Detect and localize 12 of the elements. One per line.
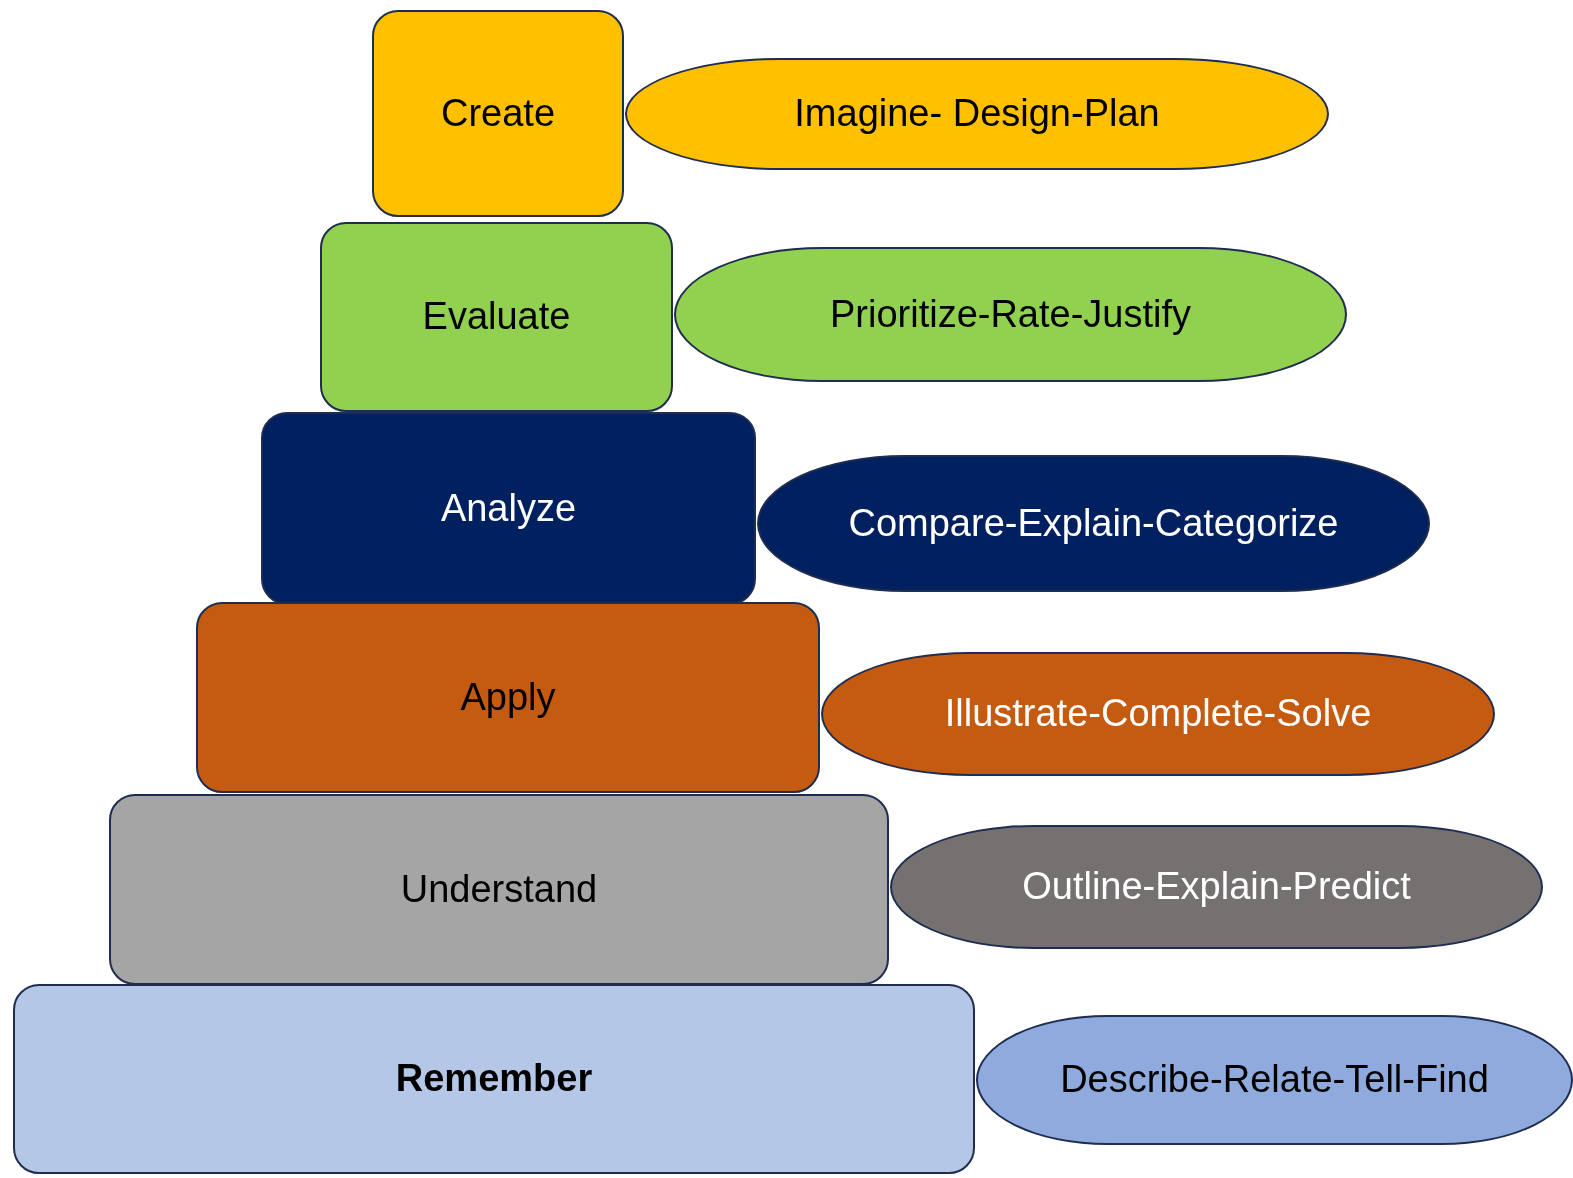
action-verbs-pill: Prioritize-Rate-Justify [674,247,1347,382]
taxonomy-level-box: Analyze [261,412,756,605]
action-verbs-pill: Outline-Explain-Predict [890,825,1543,949]
taxonomy-level-box: Remember [13,984,975,1174]
taxonomy-level-box: Evaluate [320,222,673,412]
action-verbs-pill: Illustrate-Complete-Solve [821,652,1495,776]
taxonomy-level-box: Create [372,10,624,217]
taxonomy-level-box: Understand [109,794,889,985]
action-verbs-pill: Compare-Explain-Categorize [757,455,1430,592]
taxonomy-level-box: Apply [196,602,820,793]
action-verbs-pill: Describe-Relate-Tell-Find [976,1015,1573,1145]
action-verbs-pill: Imagine- Design-Plan [625,58,1329,170]
